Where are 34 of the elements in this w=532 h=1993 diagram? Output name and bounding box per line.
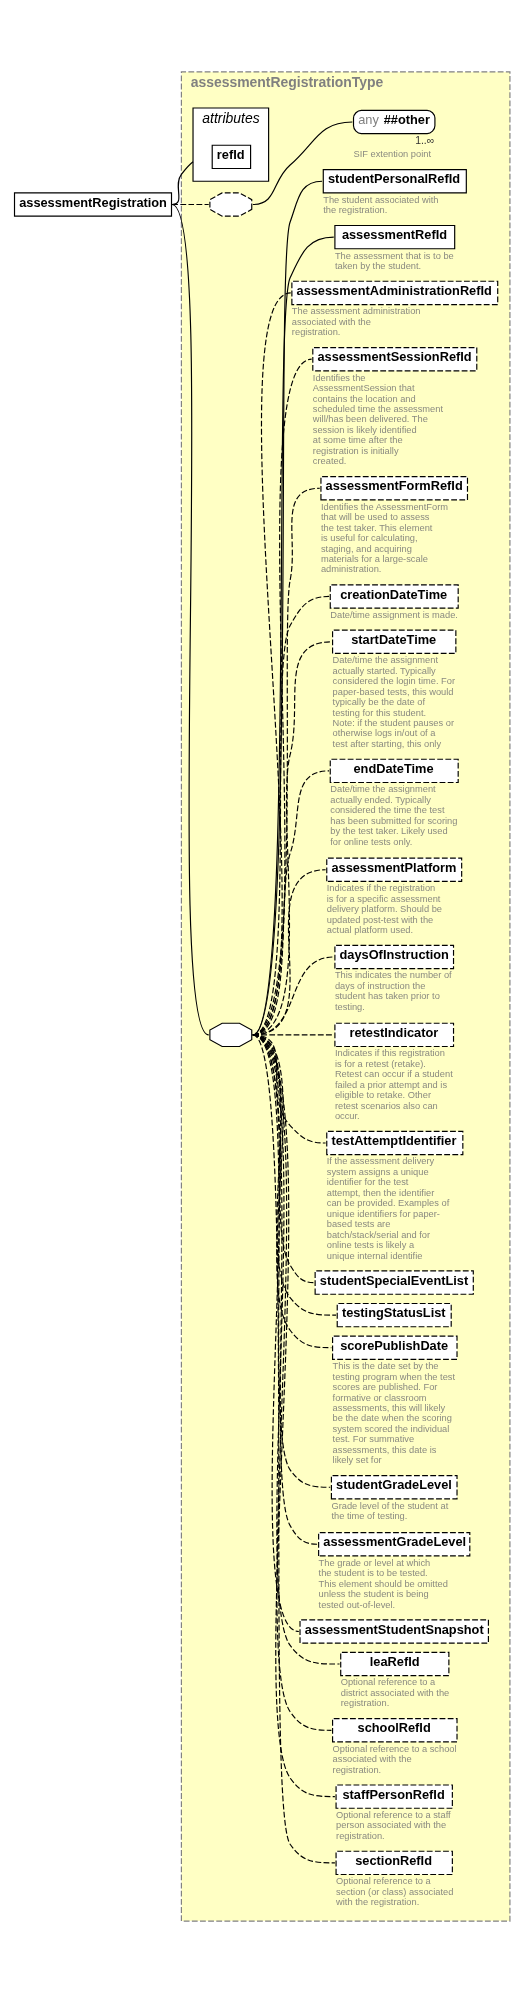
node-octagon — [209, 1022, 253, 1048]
connector — [171, 203, 210, 206]
node-label: Indicates if the registration is for a specific assessment delivery platform. Should be updated post-test with the actual platform used. — [326, 883, 443, 935]
node-label: The assessment that is to be taken by the student. — [334, 250, 454, 271]
node-label: Optional reference to a staff person associated with the registration. — [336, 1810, 451, 1841]
node-label: Optional reference to a section (or class) associated with the registration. — [336, 1876, 454, 1908]
connector — [252, 1034, 337, 1316]
node-label: The grade or level at which the student is to be tested. This element should be omitted unless the student is being tested out-of-level. — [318, 1557, 448, 1610]
node-label: Date/time the assignment actually started. Typically considered the login time. For paper-based tests, this would typically be the date of testing for this student. Note: if the student pauses or otherwise logs in/out of a test after starting, this only — [332, 655, 456, 749]
node-label: Grade level of the student at the time of testing. — [331, 1500, 449, 1522]
connector — [252, 180, 323, 1036]
node-label: Identifies the AssessmentForm that will be used to assess the test taker. This element is useful for calculating, staging, and acquiring materials for a large-scale administration. — [320, 501, 449, 575]
node-label: If the assessment delivery system assigns a unique identifier for the test attempt, then the identifier can be provided. Examples of unique identifiers for paper-based tests are batch/stack/serial and for online tests is likely a unique internal identifie — [326, 1156, 450, 1261]
connector — [252, 770, 330, 1036]
connector — [252, 121, 353, 206]
node-label: This indicates the number of days of instruction the student has taken prior to testing. — [334, 970, 452, 1012]
connector — [171, 203, 210, 1036]
node-label: 1..∞ — [415, 135, 435, 147]
connector — [252, 236, 335, 1036]
connector — [252, 869, 327, 1036]
connector — [252, 1034, 341, 1665]
node-label: Optional reference to a school associated with the registration. — [332, 1743, 457, 1775]
node-label: Indicates if this registration is for a retest (retake). Retest can occur if a student failed a prior attempt and is eligible to retake. Other retest scenarios also can occur. — [334, 1048, 453, 1122]
node-label: This is the date set by the testing program when the test scores are published. For formative or classroom assessments, this will likely be the date when the scoring system scored the individual test. For summative assessments, this date is likely set for — [332, 1361, 456, 1466]
node-label: The assessment administration associated with the registration. — [291, 306, 421, 338]
connector — [252, 1034, 335, 1036]
node-label: Identifies the AssessmentSession that contains the location and scheduled time the assessment will/has been delivered. The session is likely identified at some time after the registration is initially created. — [312, 372, 444, 467]
node-octagon — [209, 192, 253, 217]
node-label: SIF extention point — [353, 149, 432, 160]
connector — [252, 956, 335, 1036]
node-label: Date/time the assignment actually ended. Typically considered the time the test has been submitted for scoring by the test taker. Likely used for online tests only. — [330, 784, 458, 847]
node-label: The student associated with the registration. — [323, 194, 439, 216]
node-label: Optional reference to a district associated with the registration. — [340, 1677, 450, 1709]
node-label: Date/time assignment is made. — [330, 609, 458, 620]
